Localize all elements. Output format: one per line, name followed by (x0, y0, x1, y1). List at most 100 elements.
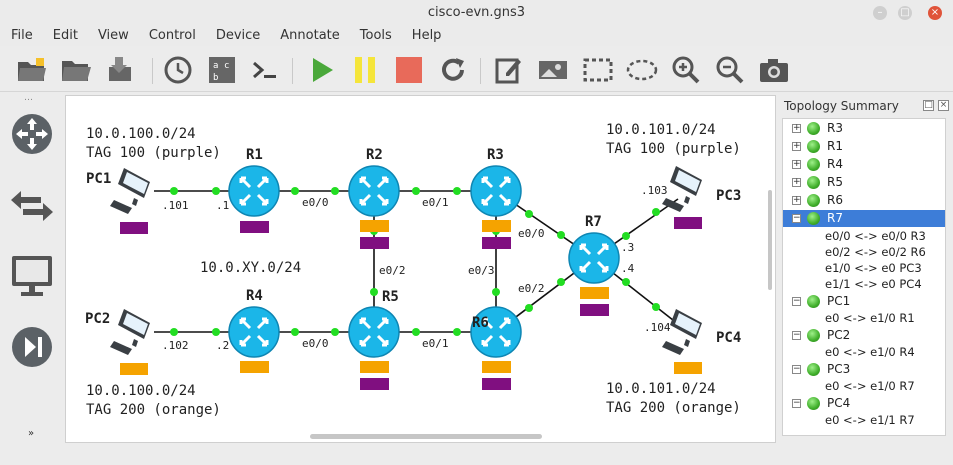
tree-item-pc3[interactable]: − PC3 (792, 362, 851, 376)
tree-item-r3[interactable]: + R3 (792, 121, 843, 135)
label-pc3: PC3 (716, 188, 741, 204)
status-bar (0, 445, 953, 465)
switches-button[interactable] (9, 183, 55, 229)
pc-pc1[interactable] (110, 168, 150, 214)
maximize-button[interactable]: □ (898, 6, 912, 20)
open-project-button[interactable] (14, 52, 50, 88)
dock-handle[interactable]: … (24, 93, 33, 103)
expand-icon[interactable]: + (792, 141, 801, 151)
menu-edit[interactable]: Edit (52, 28, 78, 43)
topology-drawing: R1 R2 R3 R4 R5 R6 R7 PC1 PC2 PC3 PC4 .10… (85, 122, 741, 418)
note-br-subnet[interactable]: 10.0.101.0/24 (606, 381, 716, 397)
tag-purple-r1 (240, 221, 269, 233)
router-r7[interactable] (567, 231, 621, 285)
insert-image-button[interactable] (535, 52, 571, 88)
import-button[interactable] (102, 52, 138, 88)
routers-button[interactable] (9, 111, 55, 157)
open-project-icon (18, 58, 46, 81)
console-button[interactable] (247, 52, 283, 88)
insert-image-icon (539, 61, 567, 79)
router-r4[interactable] (227, 305, 281, 359)
tree-item-r5[interactable]: + R5 (792, 175, 843, 189)
canvas-horizontal-scrollbar[interactable] (310, 434, 542, 439)
tree-item-r7[interactable]: − R7 (783, 210, 945, 227)
menu-help[interactable]: Help (411, 28, 442, 43)
router-r5[interactable] (347, 305, 401, 359)
edit-note-button[interactable] (491, 52, 527, 88)
menu-view[interactable]: View (97, 28, 129, 43)
close-panel-icon[interactable]: × (938, 100, 949, 111)
collapse-icon[interactable]: − (792, 364, 801, 374)
draw-ellipse-button[interactable] (624, 52, 660, 88)
note-bl-subnet[interactable]: 10.0.100.0/24 (86, 383, 196, 399)
zoom-out-button[interactable] (712, 52, 748, 88)
status-started-icon (807, 176, 820, 189)
if-r2-r5: e0/2 (379, 264, 406, 277)
reload-button[interactable] (435, 52, 471, 88)
tree-item-pc4[interactable]: − PC4 (792, 396, 851, 410)
expand-icon[interactable]: + (792, 177, 801, 187)
ip-pc2: .102 (162, 339, 189, 352)
start-button[interactable] (303, 52, 339, 88)
end-devices-button[interactable] (9, 253, 55, 299)
note-tl-tag[interactable]: TAG 100 (purple) (86, 145, 221, 161)
pc-pc2[interactable] (110, 309, 150, 355)
link-entry: e0 <-> e1/0 R1 (825, 311, 915, 325)
tag-purple-r2 (360, 237, 389, 249)
end-device-icon (12, 256, 52, 296)
pc-pc3[interactable] (662, 166, 702, 212)
zoom-out-icon (716, 56, 744, 84)
collapse-icon[interactable]: − (792, 330, 801, 340)
switch-icon (11, 191, 53, 221)
menu-tools[interactable]: Tools (359, 28, 392, 43)
tree-item-r6[interactable]: + R6 (792, 193, 843, 207)
tree-item-r4[interactable]: + R4 (792, 157, 843, 171)
history-button[interactable] (160, 52, 196, 88)
topology-canvas[interactable]: R1 R2 R3 R4 R5 R6 R7 PC1 PC2 PC3 PC4 .10… (65, 95, 776, 443)
dock-expand-icon[interactable]: » (28, 428, 35, 439)
menu-device[interactable]: Device (215, 28, 261, 43)
collapse-icon[interactable]: − (792, 296, 801, 306)
note-tr-tag[interactable]: TAG 100 (purple) (606, 141, 741, 157)
tag-purple-pc3 (674, 217, 702, 229)
label-pc1: PC1 (86, 171, 111, 187)
tree-item-r1[interactable]: + R1 (792, 139, 843, 153)
note-br-tag[interactable]: TAG 200 (orange) (606, 400, 741, 416)
svg-text:b: b (213, 73, 218, 83)
security-devices-button[interactable] (9, 324, 55, 370)
screenshot-button[interactable] (756, 52, 792, 88)
tree-item-pc2[interactable]: − PC2 (792, 328, 851, 342)
expand-icon[interactable]: + (792, 195, 801, 205)
expand-icon[interactable]: + (792, 123, 801, 133)
expand-icon[interactable]: + (792, 159, 801, 169)
open-folder-button[interactable] (58, 52, 94, 88)
menu-file[interactable]: File (11, 28, 33, 43)
minimize-button[interactable]: – (873, 6, 887, 20)
label-pc4: PC4 (716, 330, 741, 346)
ip-r1: .1 (216, 199, 229, 212)
close-button[interactable]: × (928, 6, 942, 20)
note-middle[interactable]: 10.0.XY.0/24 (200, 260, 301, 276)
router-r3[interactable] (469, 164, 523, 218)
tree-item-pc1[interactable]: − PC1 (792, 294, 851, 308)
collapse-icon[interactable]: − (792, 398, 801, 408)
zoom-in-button[interactable] (668, 52, 704, 88)
pause-button[interactable] (347, 52, 383, 88)
menu-annotate[interactable]: Annotate (280, 28, 340, 43)
menu-control[interactable]: Control (148, 28, 196, 43)
note-tr-subnet[interactable]: 10.0.101.0/24 (606, 122, 716, 138)
note-bl-tag[interactable]: TAG 200 (orange) (86, 402, 221, 418)
tag-orange-r3 (482, 220, 511, 232)
stop-button[interactable] (391, 52, 427, 88)
router-r2[interactable] (347, 164, 401, 218)
collapse-icon[interactable]: − (792, 213, 801, 223)
tag-markers (120, 217, 702, 390)
link-status-dots (170, 187, 660, 336)
router-r1[interactable] (227, 164, 281, 218)
status-started-icon (807, 212, 820, 225)
float-panel-icon[interactable]: □ (923, 100, 934, 111)
draw-rectangle-button[interactable] (580, 52, 616, 88)
note-tl-subnet[interactable]: 10.0.100.0/24 (86, 126, 196, 142)
canvas-vertical-scrollbar[interactable] (768, 190, 772, 290)
